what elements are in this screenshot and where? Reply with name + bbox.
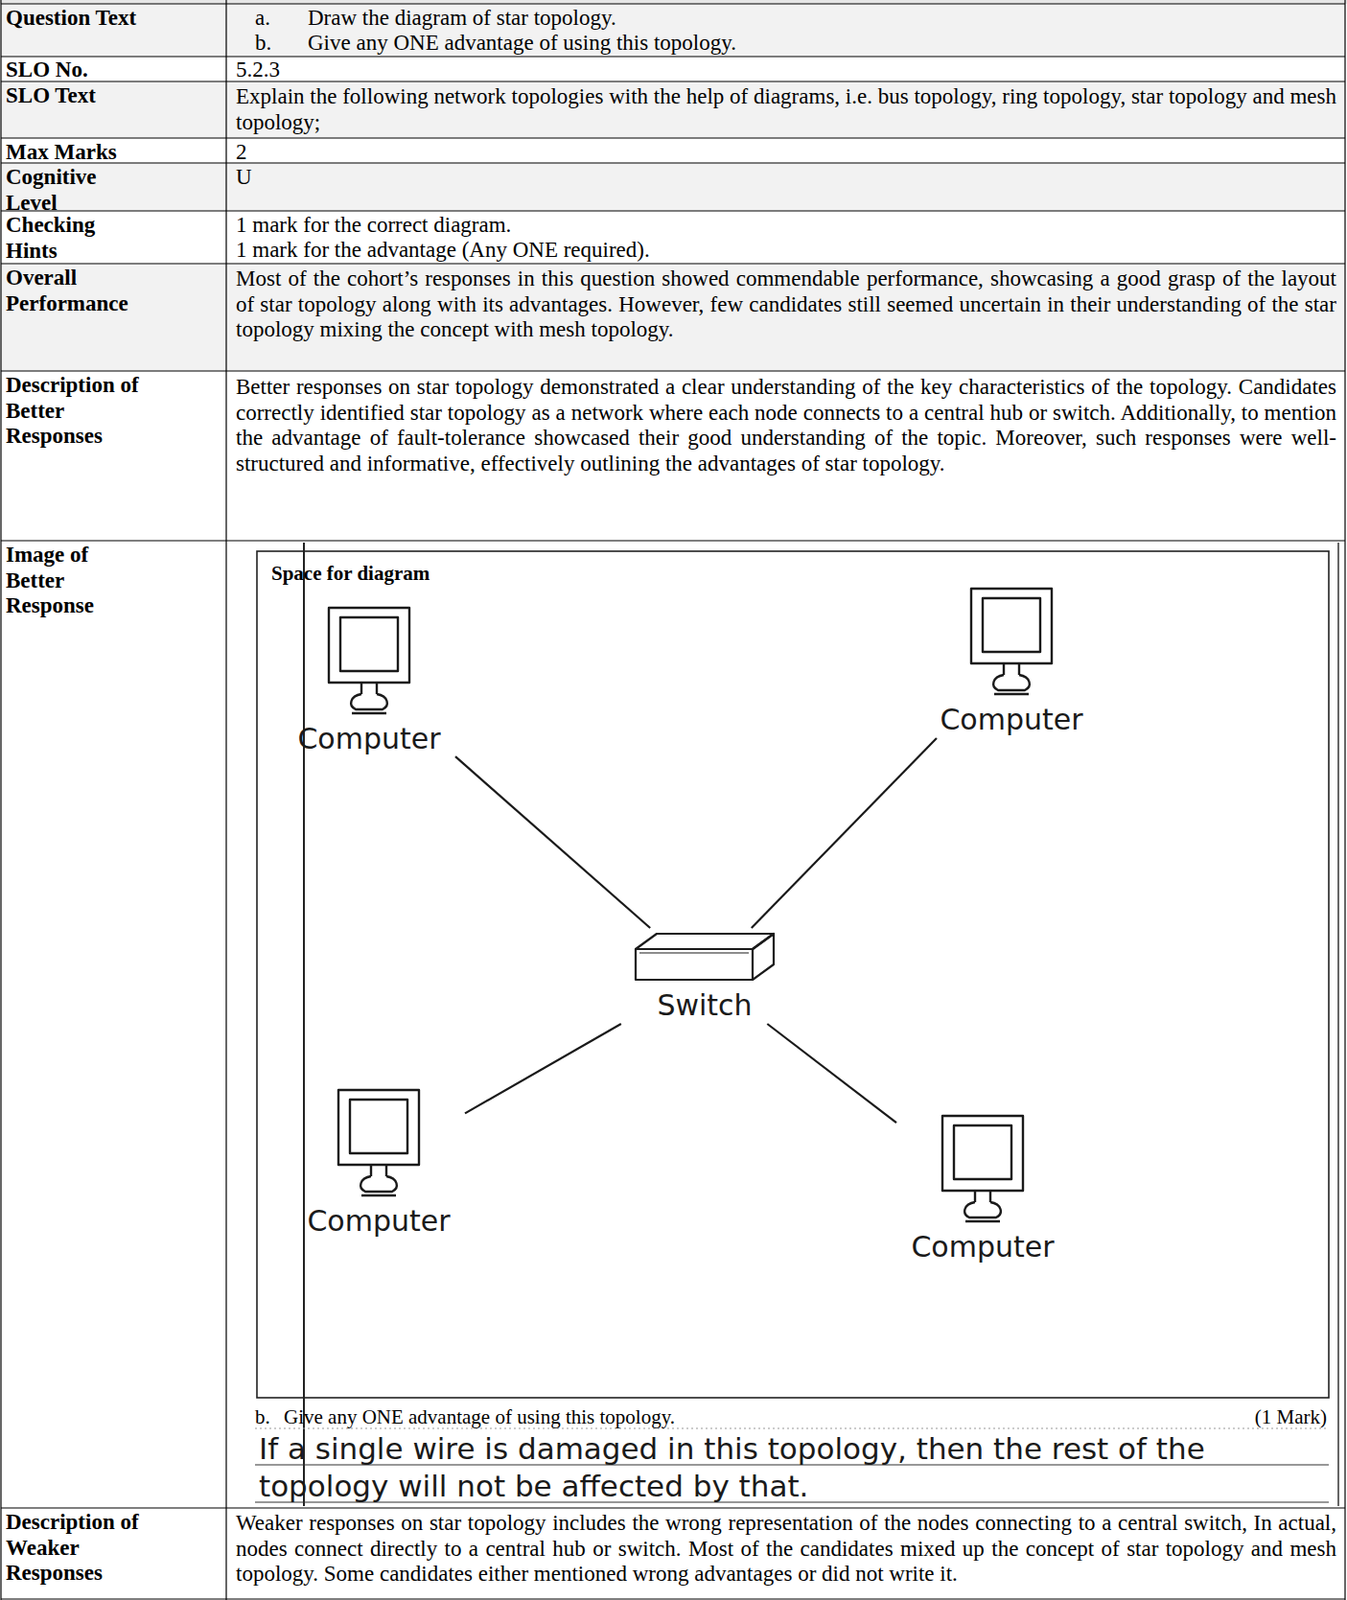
performance-text: Most of the cohort’s responses in this q… (235, 266, 1337, 344)
switch-node: Switch (613, 928, 796, 1024)
question-text: Give any ONE advantage of using this top… (307, 30, 1334, 57)
item-letter: b. (255, 30, 294, 57)
monitor-icon (965, 584, 1058, 702)
diagram-frame (256, 551, 1329, 1398)
max-marks: 2 (235, 139, 1337, 166)
scan-edge (1337, 542, 1340, 1507)
answer-question: Give any ONE advantage of using this top… (283, 1405, 955, 1429)
node-label: Computer (935, 701, 1087, 739)
slo-number: 5.2.3 (235, 57, 1337, 84)
row-heading: Max Marks (5, 139, 145, 166)
computer-node: Computer (896, 1112, 1069, 1266)
computer-node: Computer (282, 603, 456, 758)
slo-text: Explain the following network topologies… (235, 84, 1337, 136)
question-text: Draw the diagram of star topology. (307, 5, 1334, 32)
row-heading: Question Text (5, 5, 145, 32)
row-heading: Overall Performance (5, 265, 145, 317)
row-heading: SLO Text (5, 83, 145, 110)
cognitive-level: U (235, 164, 1337, 191)
handwritten-answer: If a single wire is damaged in this topo… (258, 1430, 1285, 1505)
row-heading: Checking Hints (5, 212, 145, 264)
row-heading: Cognitive Level (5, 164, 145, 216)
node-label: Computer (293, 720, 444, 758)
weaker-description: Weaker responses on star topology includ… (235, 1510, 1337, 1588)
monitor-icon (332, 1086, 425, 1204)
switch-icon (627, 928, 782, 988)
monitor-icon (323, 603, 416, 721)
row-heading: Image of Better Response (5, 542, 145, 620)
checking-hint: 1 mark for the correct diagram. (235, 212, 1337, 239)
item-letter: a. (255, 5, 294, 32)
computer-node: Computer (292, 1086, 465, 1240)
checking-hint: 1 mark for the advantage (Any ONE requir… (235, 237, 1337, 264)
header-strip (0, 0, 1347, 4)
computer-node: Computer (925, 584, 1098, 739)
scan-artifact-line (302, 542, 305, 1507)
network-cable (455, 756, 651, 929)
network-cable (464, 1023, 622, 1114)
answer-box-heading: Space for diagram (271, 561, 559, 585)
better-description: Better responses on star topology demons… (235, 374, 1337, 477)
row-shading (0, 3, 1346, 372)
node-label: Computer (302, 1203, 454, 1240)
mark-allocation: (1 Mark) (1227, 1405, 1327, 1429)
item-letter: b. (255, 1405, 282, 1429)
monitor-icon (936, 1112, 1029, 1230)
row-heading: SLO No. (5, 57, 145, 84)
row-heading: Description of Weaker Responses (5, 1509, 145, 1587)
network-cable (751, 738, 937, 929)
node-label: Computer (906, 1229, 1058, 1266)
scanned-answer (255, 542, 1339, 1507)
network-cable (766, 1023, 897, 1123)
row-heading: Description of Better Responses (5, 372, 145, 450)
node-label: Switch (652, 987, 756, 1024)
